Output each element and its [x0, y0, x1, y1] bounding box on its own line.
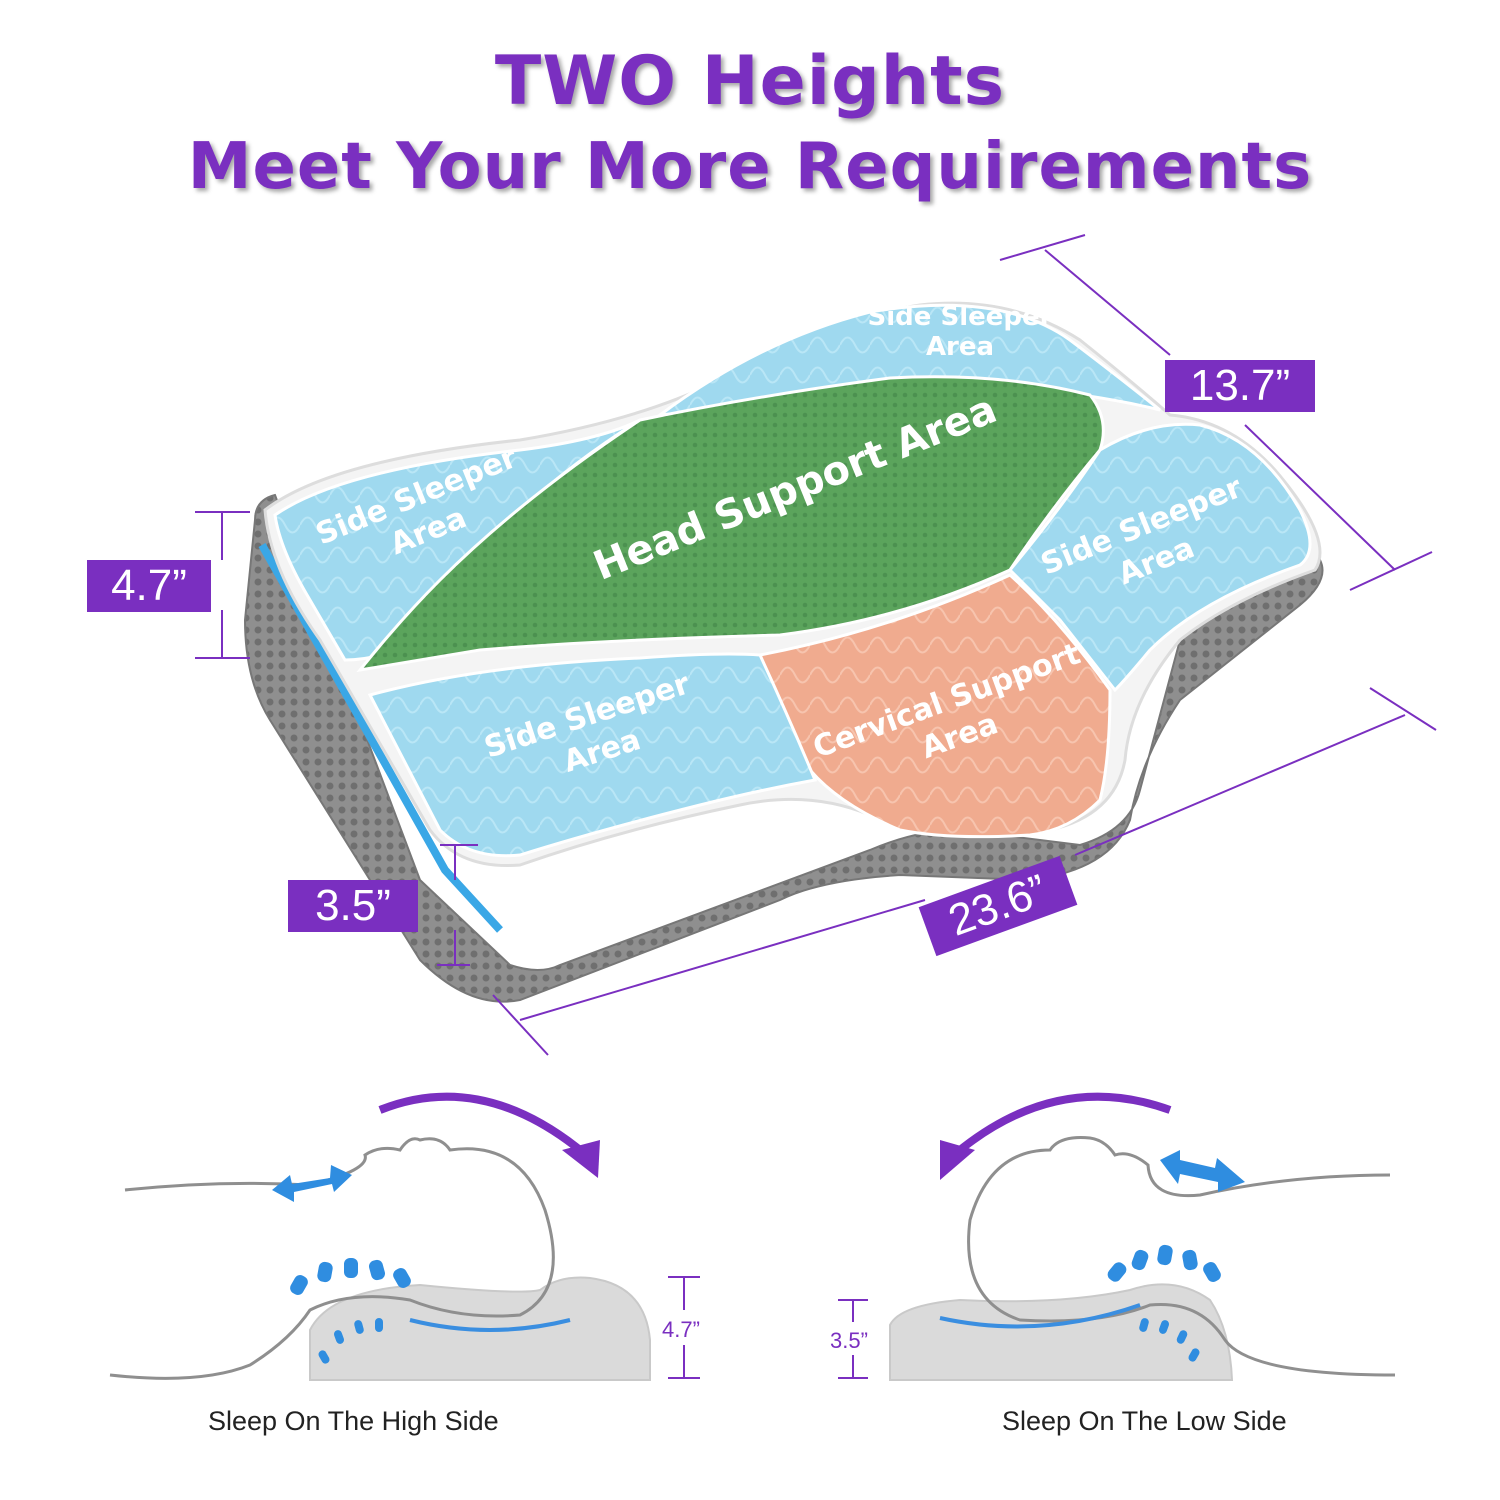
label-side-top-right-2: Area	[926, 332, 994, 362]
pillow-low-shape	[889, 1283, 1234, 1381]
rotate-arrow-high	[378, 1092, 583, 1154]
spine-curve-low	[939, 1303, 1141, 1329]
zone-head-support	[356, 375, 1105, 673]
spine-curve-high	[409, 1318, 571, 1332]
dots-low	[1107, 1244, 1221, 1362]
body-outline-high	[109, 1137, 555, 1380]
dots-high	[290, 1258, 411, 1364]
caption-high-side: Sleep On The High Side	[208, 1406, 499, 1436]
dim-high-height-box: 4.7”	[87, 560, 211, 612]
low-side-height-label: 3.5”	[830, 1328, 868, 1353]
body-outline-low	[967, 1136, 1396, 1377]
dimension-lines	[195, 234, 1437, 1056]
zone-cervical-support	[757, 573, 1112, 839]
illustration-high-side	[109, 1092, 700, 1381]
dim-depth-box: 13.7”	[1165, 360, 1315, 412]
title-line-2: Meet Your More Requirements	[187, 130, 1313, 204]
illustration-low-side	[838, 1092, 1396, 1381]
label-side-top-right-1: Side Sleeper	[868, 302, 1053, 332]
title-line-1: TWO Heights	[494, 42, 1006, 121]
zone-side-right	[1007, 422, 1312, 693]
double-arrow-high	[272, 1165, 352, 1202]
pillow-blue-stripe	[258, 543, 503, 933]
rotate-arrow-low	[957, 1092, 1172, 1154]
caption-low-side: Sleep On The Low Side	[1002, 1406, 1287, 1436]
double-arrow-low	[1160, 1150, 1245, 1192]
zone-side-lower-left	[367, 652, 818, 858]
high-side-height-label: 4.7”	[662, 1317, 700, 1342]
dim-low-height-box: 3.5”	[288, 880, 418, 932]
